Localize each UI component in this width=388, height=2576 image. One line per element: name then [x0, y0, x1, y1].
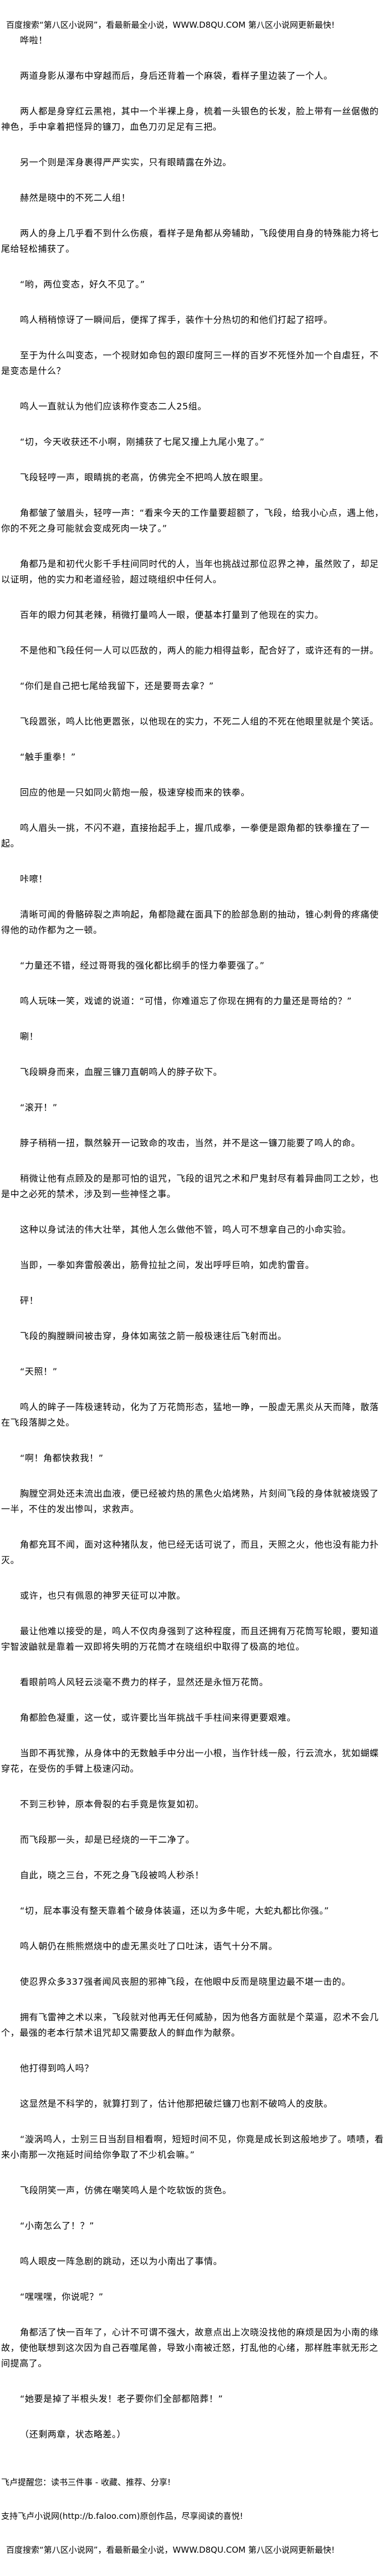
paragraph: 他打得到鸣人吗？: [20, 2063, 94, 2073]
paragraph: 两人都是身穿红云黑袍，其中一个半裸上身，梳着一头银色的长发，脸上带有一丝倨傲的神…: [1, 106, 379, 132]
paragraph: 而飞段那一头，却是已经烧的一干二净了。: [20, 1834, 195, 1845]
paragraph: 拥有飞雷神之术以来，飞段就对他再无任何威胁，因为他各方面就是个菜逼，忍术不会几个…: [1, 2012, 379, 2038]
paragraph: 看眼前鸣人风轻云淡毫不费力的样子，显然还是永恒万花筒。: [20, 1677, 269, 1687]
paragraph: “她要是掉了半根头发！老子要你们全部都陪葬！”: [20, 2394, 223, 2404]
paragraph: 这种以身试法的伟大壮举，其他人怎么做他不管，鸣人可不想拿自己的小命实验。: [20, 1224, 351, 1235]
paragraph: “天照！”: [20, 1366, 58, 1377]
paragraph: 飞段轻哼一声，眼睛挑的老高，仿佛完全不把鸣人放在眼里。: [20, 472, 269, 483]
footer-support-link: 支持飞卢小说网(http://b.faloo.com)原创作品，尽享阅读的喜悦!: [1, 2511, 243, 2521]
site-banner-top: 百度搜索“第八区小说网”，看最新最全小说，WWW.D8QU.COM 第八区小说网…: [6, 20, 335, 30]
paragraph: 不到三秒钟，原本骨裂的右手竟是恢复如初。: [20, 1799, 205, 1809]
chapter-body: 哗啦！ 两道身影从瀑布中穿越而后，身后还背着一个麻袋，看样子里边装了一个人。两人都…: [0, 33, 388, 2442]
paragraph: “哟，两位变态，好久不见了。”: [20, 279, 145, 290]
paragraph: 稍微让他有点顾及的是那可怕的诅咒，飞段的诅咒之术和尸鬼封尽有着异曲同工之妙，也是…: [1, 1173, 379, 1199]
paragraph: “触手重拳！”: [20, 752, 76, 762]
paragraph: 哗啦！: [20, 35, 48, 45]
paragraph: 角都脸色凝重，这一仗，或许要比当年挑战千手柱间来得更要艰难。: [20, 1712, 297, 1723]
paragraph: 这显然是不科学的，就算打到了，估计他那把破烂镰刀也割不破鸣人的皮肤。: [20, 2098, 333, 2109]
paragraph: 当即不再犹豫，从身体中的无数触手中分出一小根，当作针线一般，行云流水，犹如蝴蝶穿…: [1, 1748, 379, 1774]
paragraph: 唰！: [20, 1031, 39, 1042]
paragraph: 两人的身上几乎看不到什么伤痕，看样子是角都从旁辅助，飞段使用自身的特殊能力将七尾…: [1, 228, 379, 254]
paragraph: 砰！: [20, 1295, 39, 1306]
paragraph: 最让他难以接受的是，鸣人不仅肉身强到了这种程度，而且还拥有万花筒写轮眼，要知道宇…: [1, 1626, 379, 1652]
paragraph: 另一个则是浑身裹得严严实实，只有眼睛露在外边。: [20, 157, 232, 168]
paragraph: “啊！角都快救我！”: [20, 1453, 104, 1463]
paragraph: 胸膛空洞处还未流出血液，便已经被灼热的黑色火焰烤熟，片刻间飞段的身体就被烧毁了一…: [1, 1488, 379, 1514]
paragraph: 当即，一拳如奔雷般袭出，筋骨拉扯之间，发出呼呼巨响，如虎豹雷音。: [20, 1260, 315, 1270]
paragraph: 角都充耳不闻，面对这种猪队友，他已经无话可说了，而且，天照之火，他也没有能力扑灭…: [1, 1539, 379, 1565]
paragraph: “嘿嘿嘿，你说呢？”: [20, 2291, 104, 2302]
paragraph: 角都活了快一百年了，心计不可谓不强大，故意点出上次晓没找他的麻烦是因为小南的缘故…: [1, 2327, 379, 2369]
paragraph: 两道身影从瀑布中穿越而后，身后还背着一个麻袋，看样子里边装了一个人。: [20, 70, 333, 81]
paragraph: 鸣人的眸子一阵极速转动，化为了万花筒形态，猛地一睁，一股虚无黑炎从天而降，散落在…: [1, 1402, 379, 1428]
paragraph: 鸣人眼皮一阵急剧的跳动，还以为小南出了事情。: [20, 2256, 223, 2266]
paragraph: 至于为什么叫变态，一个视财如命包的跟印度阿三一样的百岁不死怪外加一个自虐狂，不是…: [1, 350, 379, 376]
paragraph: “滚开！”: [20, 1102, 58, 1113]
paragraph: “力量还不错，经过哥哥我的强化都比纲手的怪力拳要强了。”: [20, 960, 265, 971]
chapter-footer: 飞卢提醒您：读书三件事 - 收藏、推荐、分享! 支持飞卢小说网(http://b…: [0, 2462, 388, 2558]
paragraph: 脖子稍稍一扭，飘然躲开一记致命的攻击，当然，并不是这一镰刀能要了鸣人的命。: [20, 1138, 361, 1148]
site-banner-bottom: 百度搜索“第八区小说网”，看最新最全小说，WWW.D8QU.COM 第八区小说网…: [6, 2545, 335, 2555]
paragraph: “漩涡鸣人，士别三日当刮目相看啊，短短时间不见，你竟是成长到这般地步了。啧啧，看…: [1, 2134, 384, 2160]
paragraph: “小南怎么了！？”: [20, 2220, 94, 2231]
paragraph: 或许，也只有佩恩的神罗天征可以冲散。: [20, 1590, 186, 1601]
paragraph: 鸣人一直就认为他们应该称作变态二人25组。: [20, 401, 207, 412]
paragraph: “切，屁本事没有整天靠着个破身体装逼，还以为多牛呢，大蛇丸都比你强。”: [20, 1905, 329, 1916]
paragraph: 回应的他是一只如同火箭炮一般，极速穿梭而来的铁拳。: [20, 787, 251, 798]
paragraph: 咔嚓！: [20, 874, 48, 884]
paragraph: 百年的眼力何其老辣，稍微打量鸣人一眼，便基本打量到了他现在的实力。: [20, 610, 324, 620]
paragraph: 清晰可闻的骨骼碎裂之声响起，角都隐藏在面具下的脸部急剧的抽动，锥心刺骨的疼痛使得…: [1, 909, 379, 935]
paragraph: 鸣人朝仍在熊熊燃烧中的虚无黑炎吐了口吐沫，语气十分不屑。: [20, 1941, 278, 1951]
paragraph: 不是他和飞段任何一人可以匹敌的，两人的能力相得益彰，配合好了，或许还有的一拼。: [20, 645, 379, 656]
paragraph: “切，今天收获还不小啊，刚捕获了七尾又撞上九尾小鬼了。”: [20, 437, 265, 447]
paragraph: 角都皱了皱眉头，轻哼一声：“看来今天的工作量要超额了，飞段，给我小心点，遇上他，…: [1, 508, 384, 534]
paragraph: 飞段嚣张，鸣人比他更嚣张，以他现在的实力，不死二人组的不死在他眼里就是个笑话。: [20, 716, 379, 727]
footer-reminder: 飞卢提醒您：读书三件事 - 收藏、推荐、分享!: [1, 2477, 171, 2487]
paragraph: 飞段瞬身而来，血腥三镰刀直朝鸣人的脖子砍下。: [20, 1067, 223, 1077]
paragraph: 鸣人眉头一挑，不闪不避，直接抬起手上，握爪成拳，一拳便是跟角都的铁拳撞在了一起。: [1, 823, 370, 849]
paragraph: 飞段的胸膛瞬间被击穿，身体如离弦之箭一般极速往后飞射而出。: [20, 1331, 287, 1341]
paragraph: “你们是自己把七尾给我留下，还是要哥去拿？”: [20, 681, 214, 691]
paragraph: 鸣人稍稍惊讶了一瞬间后，便挥了挥手，装作十分热切的和他们打起了招呼。: [20, 315, 333, 325]
paragraph: 飞段阴笑一声，仿佛在嘲笑鸣人是个吃软饭的货色。: [20, 2185, 232, 2195]
paragraph: 角都乃是和初代火影千手柱间同时代的人，当年也挑战过那位忍界之神，虽然败了，却足以…: [1, 559, 379, 585]
paragraph: （还剩两章，状态略差。）: [20, 2429, 126, 2440]
paragraph: 使忍界众多337强者闻风丧胆的邪神飞段，在他眼中反而是晓里边最不堪一击的。: [20, 1976, 351, 1987]
paragraph: 自此，晓之三台，不死之身飞段被鸣人秒杀！: [20, 1870, 205, 1880]
paragraph: 赫然是晓中的不死二人组！: [20, 192, 131, 203]
paragraph: 鸣人玩味一笑，戏谑的说道：“可惜，你难道忘了你现在拥有的力量还是哥给的？”: [20, 996, 352, 1006]
